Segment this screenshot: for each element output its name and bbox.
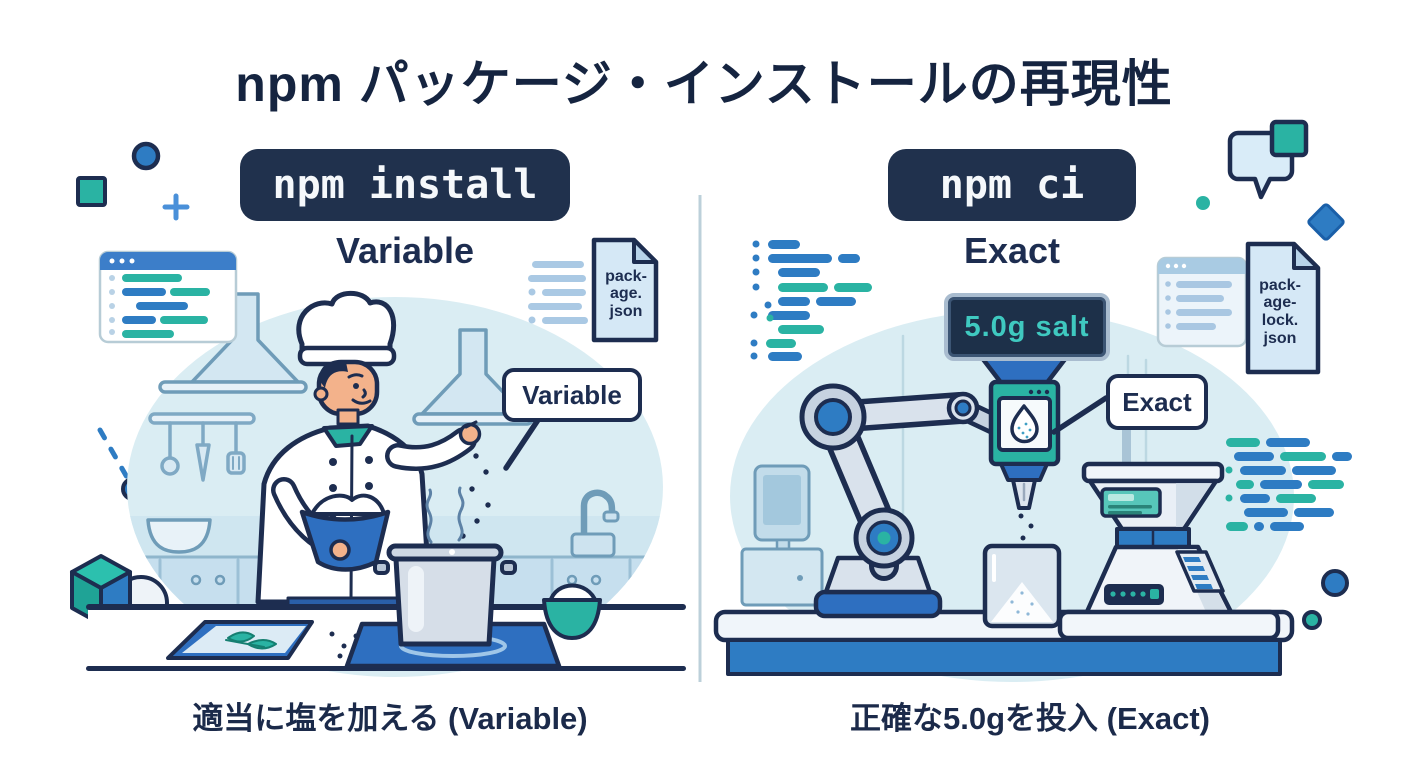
exact-callout: Exact xyxy=(1106,374,1208,430)
decor-top-right xyxy=(1196,119,1345,241)
steam-icon xyxy=(425,486,465,544)
chef-hat-icon xyxy=(296,290,397,353)
right-mode-label: Exact xyxy=(963,230,1061,271)
code-lines-icon xyxy=(528,261,588,324)
decor-bottom-right xyxy=(1302,569,1349,630)
blue-dot-icon xyxy=(1321,569,1349,597)
list-window-icon xyxy=(1156,256,1248,348)
code-lines-icon xyxy=(1225,438,1352,531)
pot-icon xyxy=(373,543,517,647)
exact-callout-pointer xyxy=(1051,395,1109,435)
decor-top-left xyxy=(76,141,190,221)
monitor-icon xyxy=(740,464,824,607)
teal-salt-bowl-icon xyxy=(542,583,602,640)
left-scene xyxy=(86,290,686,677)
teal-dot-icon xyxy=(1302,610,1322,630)
salt-dispenser-icon xyxy=(973,347,1075,551)
salt-mound xyxy=(310,493,386,516)
package-json-file-name: pack- age. json xyxy=(605,267,647,320)
bowl-icon xyxy=(146,518,212,554)
teal-square-icon xyxy=(76,176,107,207)
dispenser-display: 5.0g salt xyxy=(944,293,1110,361)
precision-scale-icon xyxy=(1057,424,1281,641)
package-lock-json-file-icon xyxy=(1245,241,1321,375)
package-lock-json-file-label: pack- age- lock. json xyxy=(1246,264,1314,360)
salt-drop-icon xyxy=(1010,404,1039,444)
utensil-rack-icon xyxy=(148,412,256,482)
package-lock-json-file-name: pack- age- lock. json xyxy=(1259,276,1301,347)
blue-dot-icon xyxy=(131,141,161,171)
npm-ci-badge: npm ci xyxy=(888,149,1136,221)
plus-icon xyxy=(162,193,190,221)
robot-arm-illustration xyxy=(799,383,1005,619)
cutting-board-icon xyxy=(166,620,314,660)
teal-square-icon xyxy=(1269,119,1309,158)
left-caption: 適当に塩を加える (Variable) xyxy=(192,701,588,736)
right-scene xyxy=(713,310,1295,682)
chef-hand xyxy=(458,422,482,446)
faucet-icon xyxy=(570,489,620,558)
blue-diamond-icon xyxy=(1307,203,1345,241)
teal-dot-icon xyxy=(1196,196,1210,210)
beaker-icon xyxy=(982,543,1062,629)
left-mode-label: Variable xyxy=(335,230,475,271)
variable-callout: Variable xyxy=(502,368,642,422)
right-caption: 正確な5.0gを投入 (Exact) xyxy=(849,701,1210,736)
variable-callout-pointer xyxy=(503,411,545,471)
package-json-file-label: pack- age. json xyxy=(594,256,658,332)
page-title: npm パッケージ・インストールの再現性 xyxy=(235,56,1173,112)
code-window-icon xyxy=(98,250,238,344)
package-json-file-icon xyxy=(591,237,659,343)
range-hood-icon xyxy=(158,292,534,426)
salt-sprinkle-dots xyxy=(460,453,491,539)
code-lines-icon xyxy=(750,240,872,361)
npm-install-badge: npm install xyxy=(240,149,570,221)
